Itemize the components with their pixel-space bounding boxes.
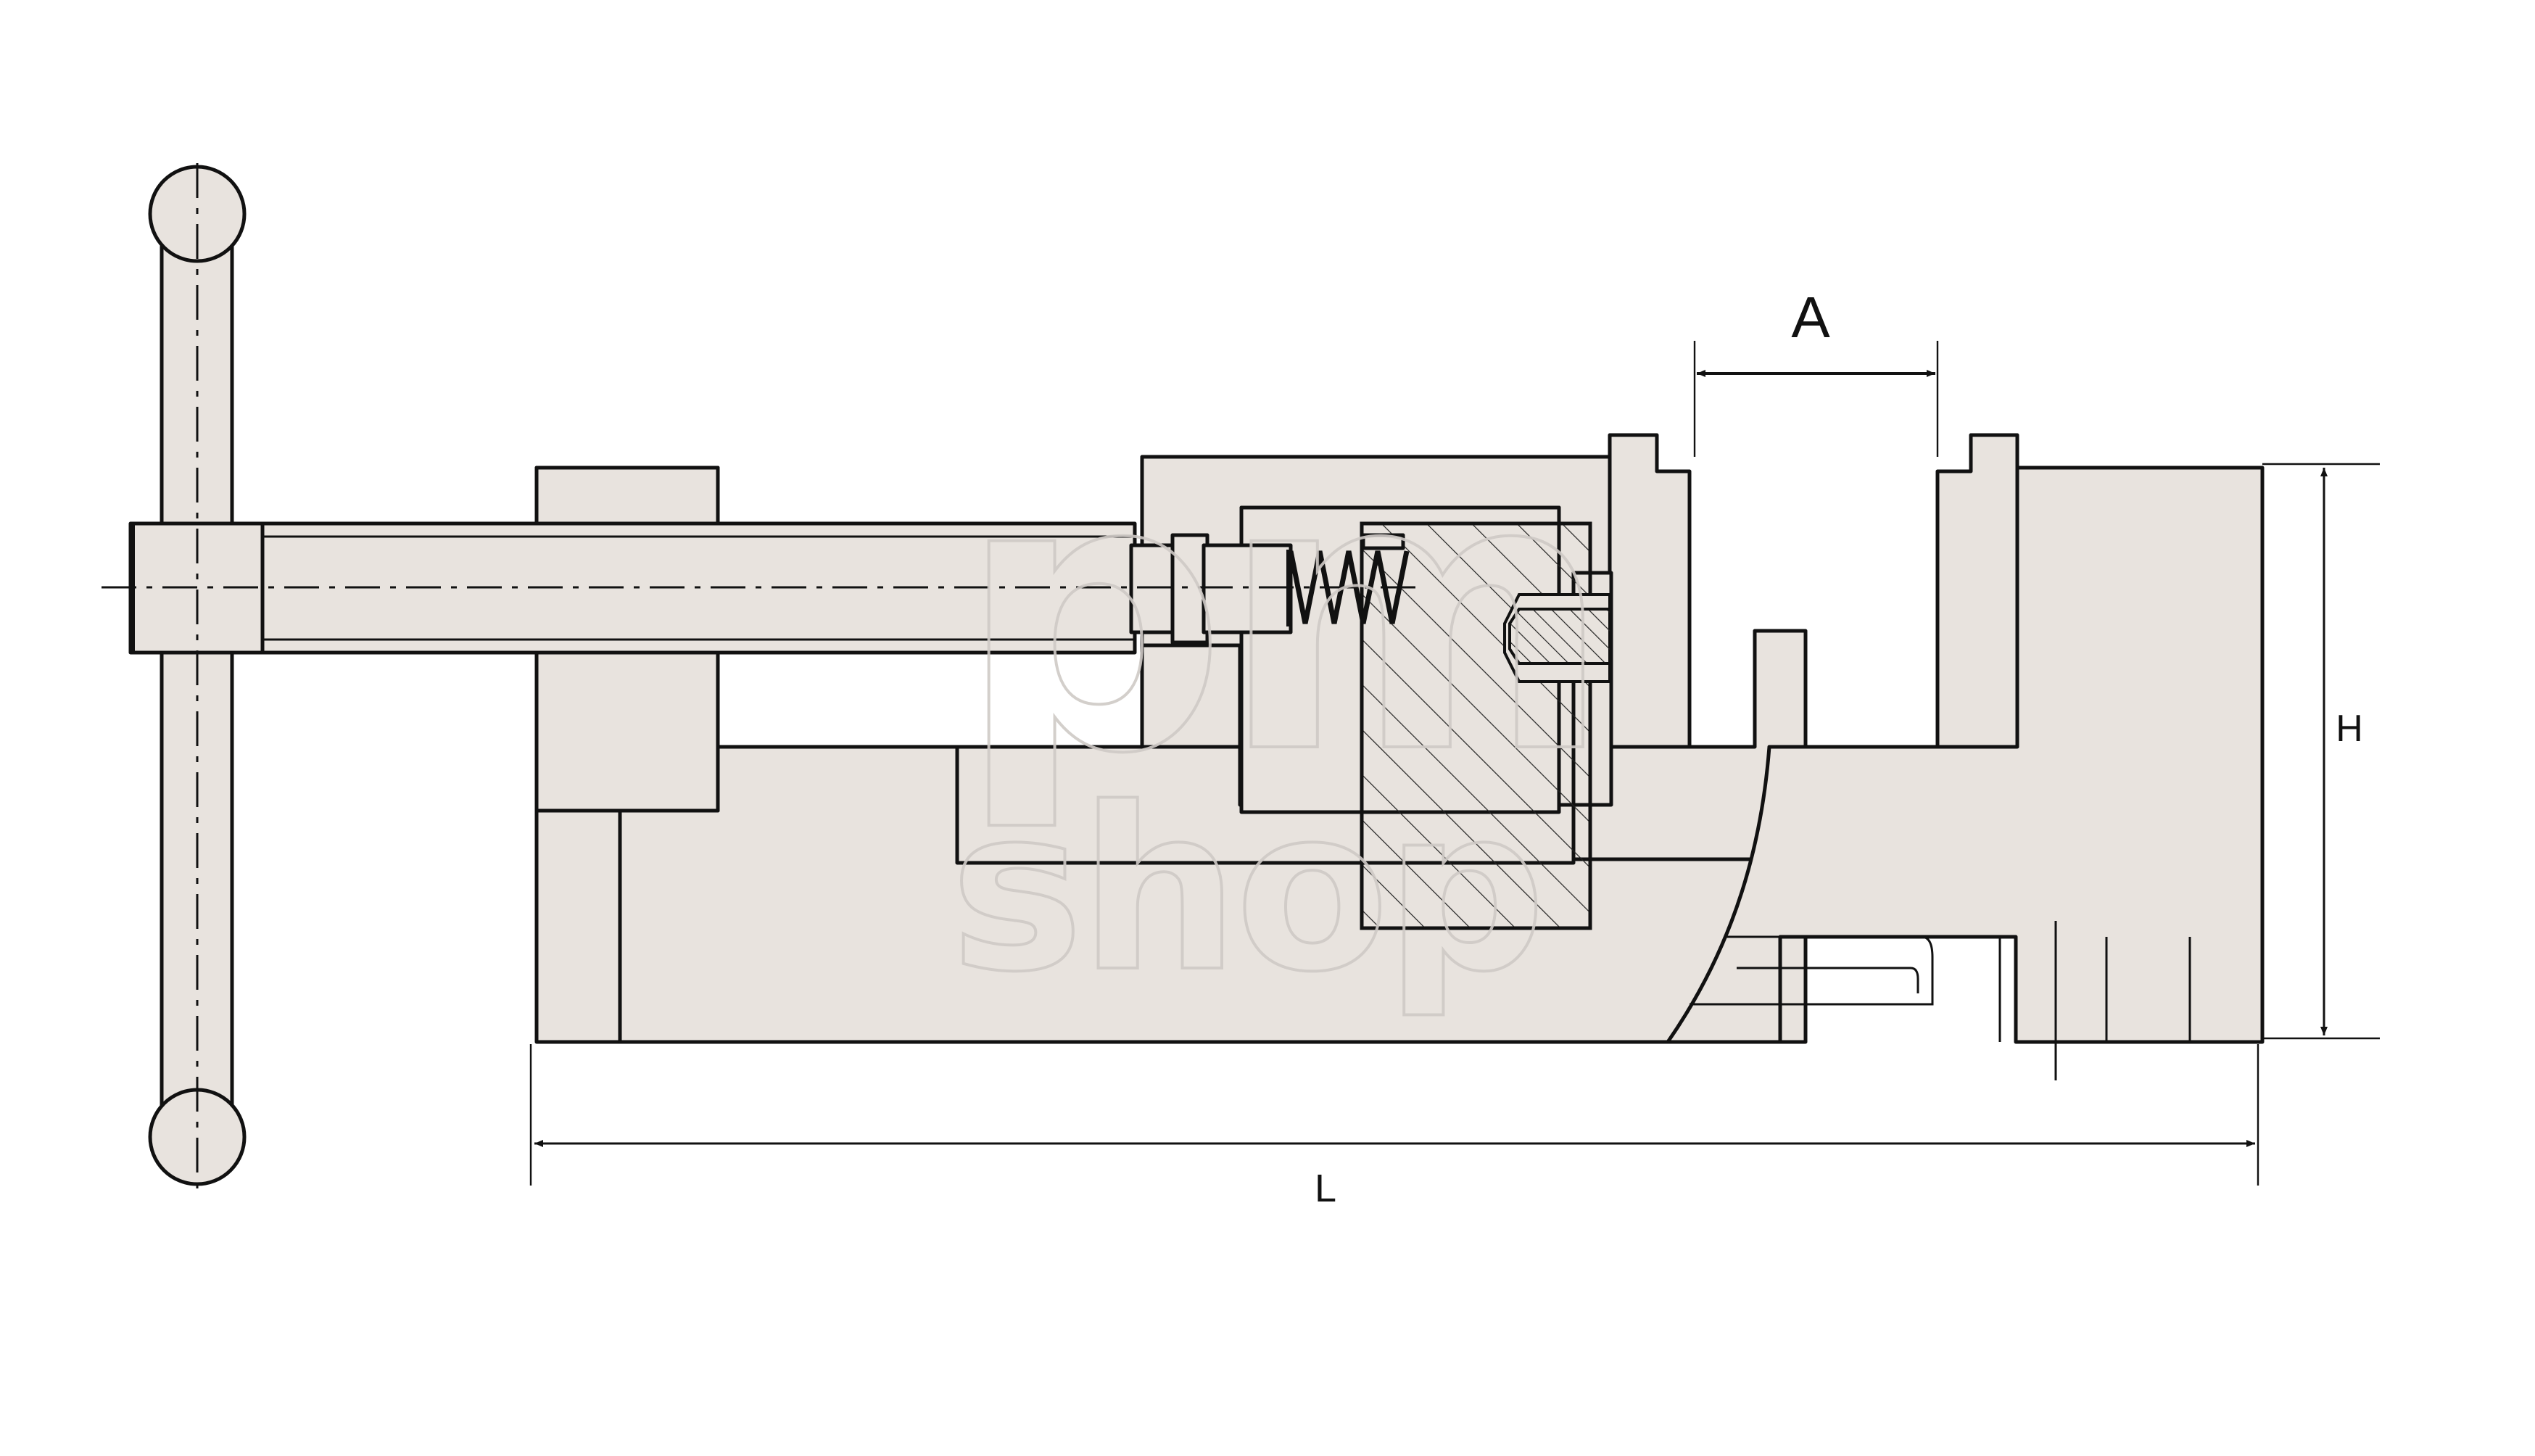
dimension-a: A xyxy=(1693,285,1939,457)
dimension-l-label: L xyxy=(1315,1167,1336,1210)
watermark-line-2: shop xyxy=(950,760,1542,1022)
dimension-a-label: A xyxy=(1791,285,1830,349)
t-handle xyxy=(128,165,265,1186)
fixed-jaw xyxy=(1935,433,2019,749)
hex-nut xyxy=(1129,533,1293,645)
dimension-h-label: H xyxy=(2336,708,2363,750)
slide-guide xyxy=(1690,921,2191,1080)
dimension-l: L xyxy=(529,1044,2259,1210)
watermark-line-1: pm xyxy=(957,397,1605,836)
watermark-logo: pm shop xyxy=(948,395,1614,1023)
dimension-h: H xyxy=(2262,463,2380,1040)
jaw-pin xyxy=(1508,608,1613,665)
center-lines xyxy=(102,163,1421,1189)
